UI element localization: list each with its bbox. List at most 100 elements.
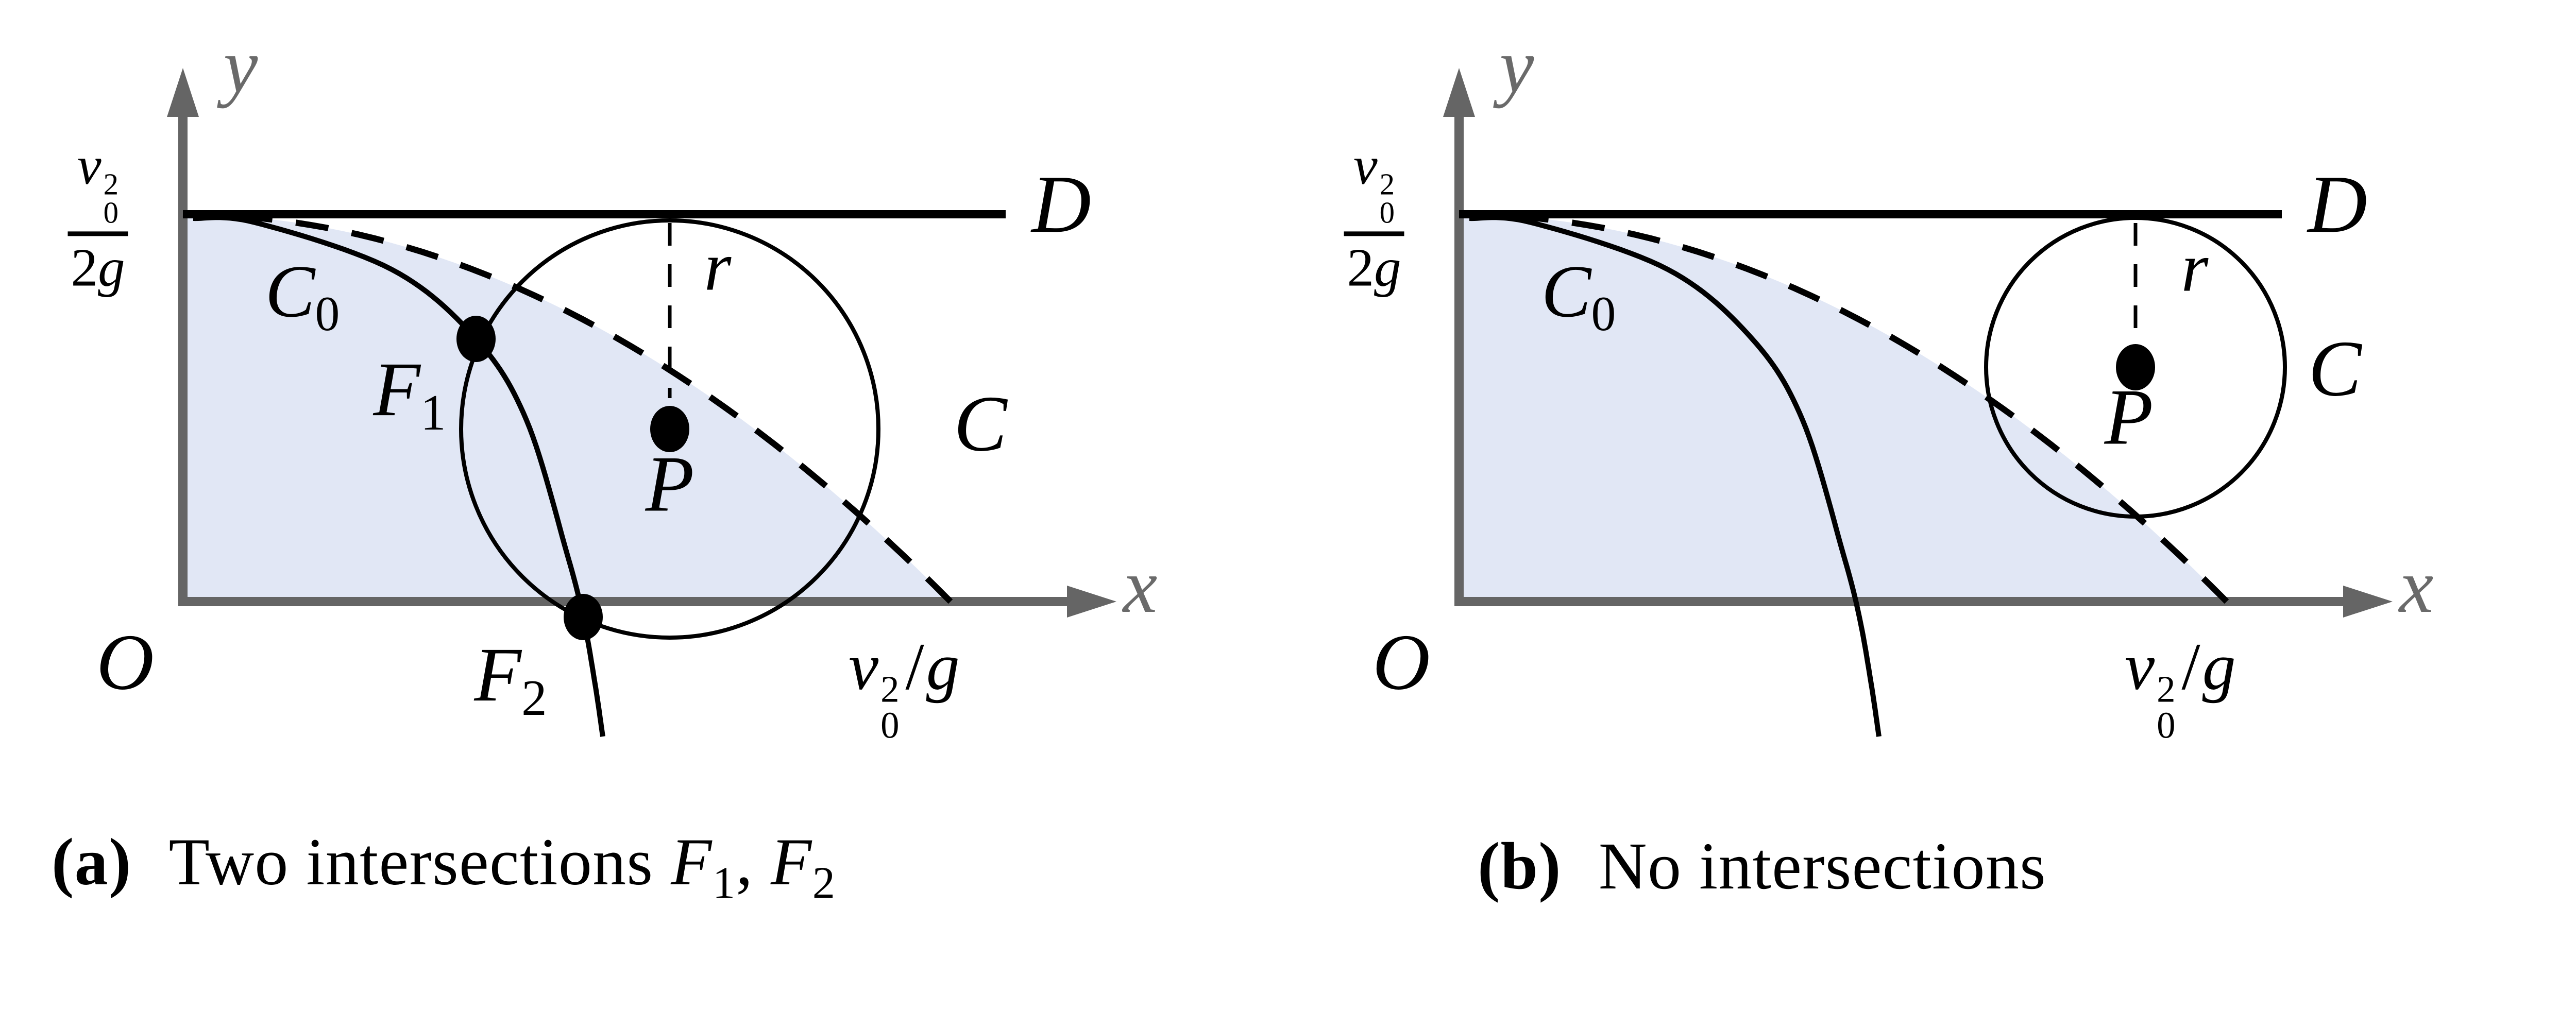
panel-a (167, 68, 1116, 737)
label-text: C (2308, 324, 2362, 413)
label-subscript: 0 (315, 286, 340, 341)
envelope-curve-C0 (1459, 211, 2229, 604)
label-text: D (1031, 158, 1091, 250)
trajectory-curve (193, 215, 605, 737)
origin-label: O (96, 622, 154, 703)
caption-text: Two intersections (168, 825, 671, 899)
label-text: 2 (71, 237, 98, 298)
y-axis-arrowhead (167, 68, 199, 117)
superscript: 2 (1379, 167, 1395, 201)
label-text: y (1499, 23, 1534, 109)
label-text: C (1541, 250, 1591, 333)
label-text: P (645, 439, 694, 528)
label-text: g (98, 237, 125, 298)
point-F1-dot (456, 316, 496, 362)
label-text: r (2181, 229, 2209, 306)
label-text: g (1374, 237, 1401, 298)
x-axis-arrowhead (1067, 586, 1116, 618)
caption-b: (b) No intersections (1478, 828, 2046, 905)
radius-label: r (2181, 233, 2209, 303)
y-axis-label: y (1500, 27, 1534, 105)
caption-a: (a)Two intersections F1, F2 (52, 824, 836, 910)
fraction-denominator: 2g (71, 241, 125, 295)
label-text: D (2308, 158, 2367, 250)
envelope-label: C0 (265, 254, 340, 338)
point-F2-dot (564, 594, 603, 640)
origin-label: O (1372, 622, 1430, 703)
superscript: 2 (2157, 669, 2176, 711)
label-text: v (849, 629, 879, 704)
radius-label: r (704, 232, 732, 302)
label-text: x (1123, 543, 1158, 629)
circle-C (459, 218, 880, 640)
label-text: P (2104, 372, 2154, 461)
fraction-bar (1344, 231, 1404, 236)
label-text: y (223, 23, 258, 109)
caption-text: 2 (812, 858, 836, 909)
label-text: v (77, 135, 101, 196)
point-p-label: P (646, 444, 694, 524)
d-line-label: D (2308, 163, 2367, 245)
subscript: 0 (1379, 196, 1395, 230)
superscript: 2 (880, 669, 900, 711)
subscript: 0 (2157, 704, 2176, 746)
point-P-dot (650, 406, 689, 452)
label-text: O (96, 618, 154, 707)
label-text: C (265, 250, 315, 333)
trajectory-curve (1469, 215, 1882, 737)
envelope-label: C0 (1541, 254, 1616, 338)
label-text: r (704, 228, 732, 305)
y-axis-label: y (224, 27, 258, 105)
caption-text: 1 (712, 858, 736, 909)
label-text: C (954, 379, 1007, 468)
label-subscript: 1 (420, 384, 446, 441)
label-text: v (1353, 135, 1378, 196)
point-P-dot (2116, 344, 2155, 390)
x-axis-arrowhead (2343, 586, 2393, 618)
envelope-curve-C0 (182, 211, 953, 604)
d-line-label: D (1031, 163, 1091, 245)
label-text: 2 (1347, 237, 1375, 298)
circle-label: C (2308, 329, 2361, 409)
caption-text: F (671, 825, 713, 899)
x-axis-label: x (2399, 547, 2434, 625)
slash: / (2181, 629, 2200, 704)
label-text: v (2125, 629, 2155, 704)
subscript: 0 (880, 704, 900, 746)
safe-region-fill (1459, 214, 2227, 602)
label-text: x (2399, 543, 2434, 629)
label-subscript: 2 (521, 670, 547, 726)
caption-text: No intersections (1598, 829, 2047, 903)
caption-text: F (770, 825, 812, 899)
label-text: F (474, 632, 522, 718)
point-f2-label: F2 (474, 636, 547, 724)
caption-text: , (736, 825, 771, 899)
label-text: g (926, 629, 960, 704)
x-axis-label: x (1123, 547, 1158, 625)
label-text: O (1372, 618, 1430, 707)
label-text: F (373, 347, 421, 433)
caption-tag: (b) (1478, 829, 1562, 903)
point-f1-label: F1 (373, 351, 446, 438)
subscript: 0 (103, 196, 118, 230)
point-p-label: P (2105, 377, 2154, 457)
panel-b (1443, 68, 2393, 737)
caption-tag: (a) (52, 825, 132, 899)
superscript: 2 (103, 167, 118, 201)
fraction-denominator: 2g (1347, 241, 1401, 295)
label-subscript: 0 (1591, 286, 1616, 341)
slash: / (905, 629, 924, 704)
y-axis-arrowhead (1443, 68, 1475, 117)
